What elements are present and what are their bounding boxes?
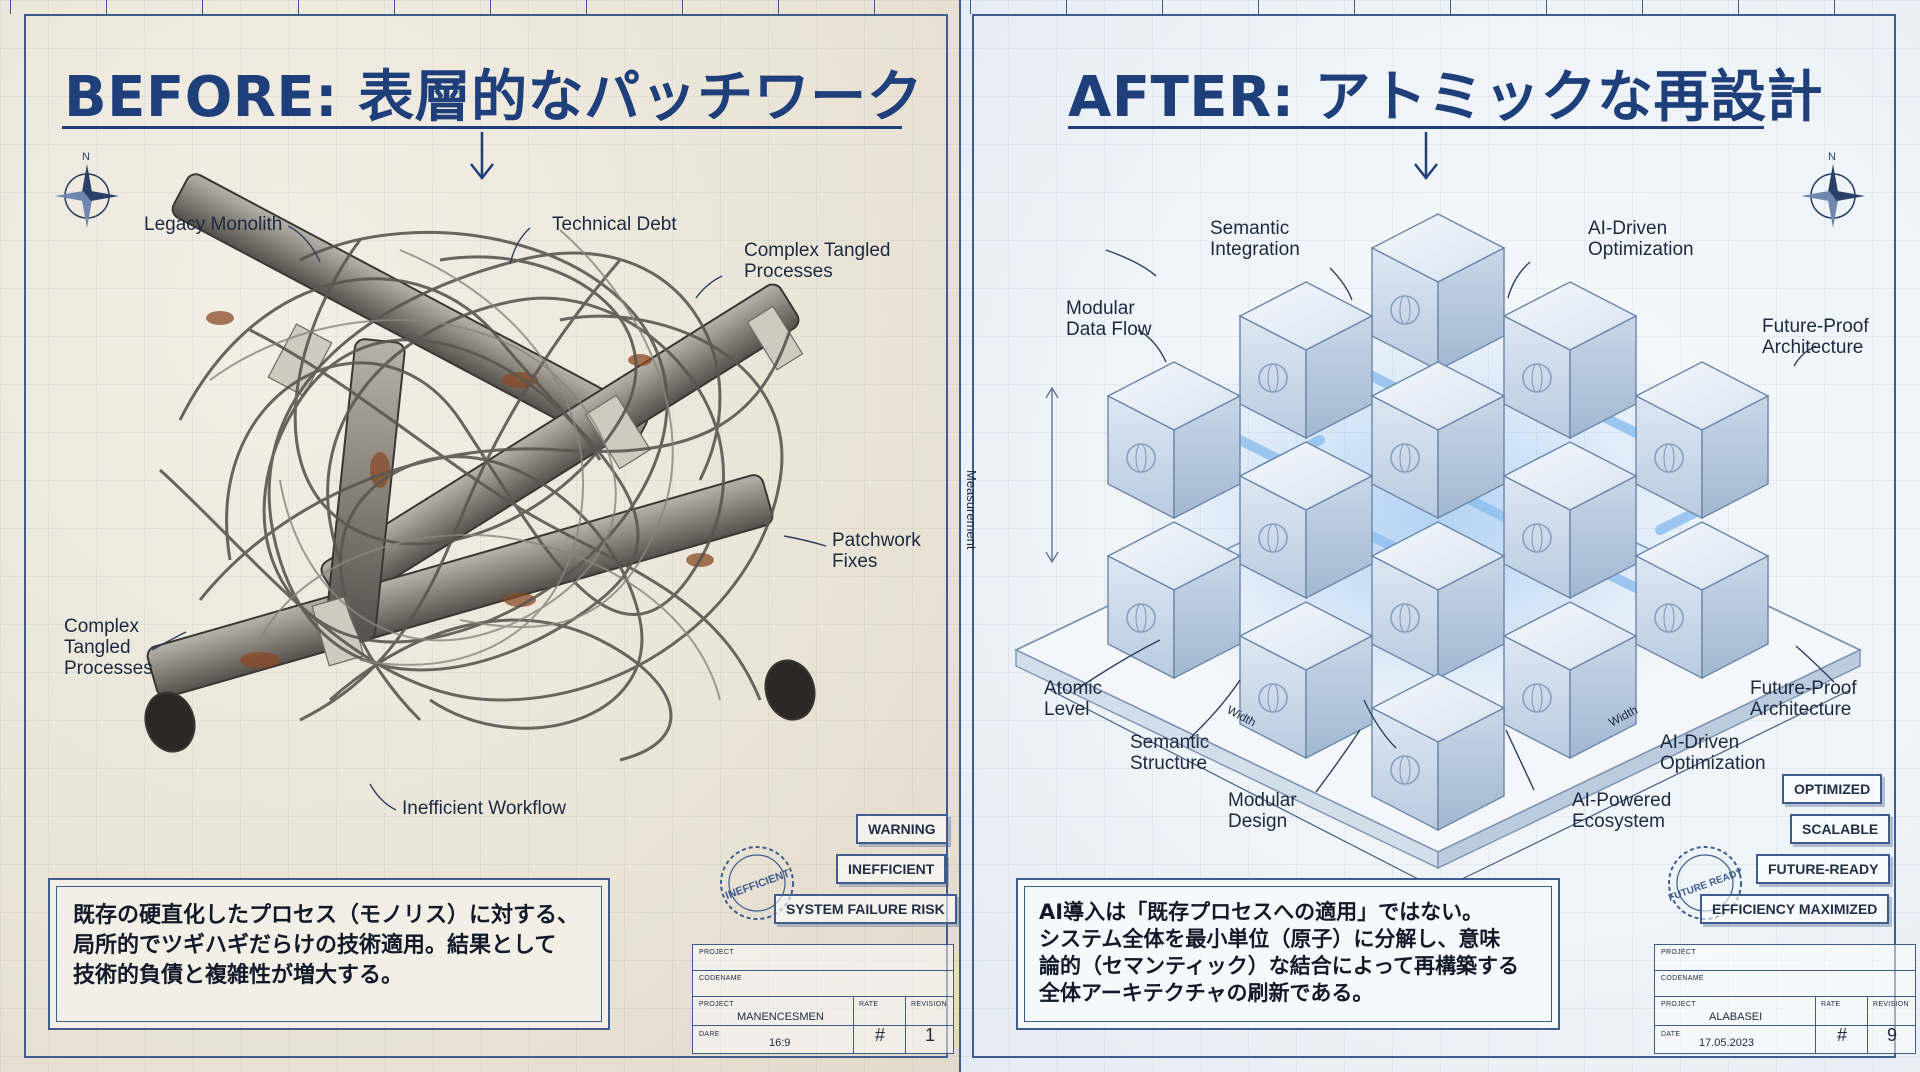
badge-inefficient: INEFFICIENT [836, 854, 947, 884]
blueprint-frame [24, 14, 948, 1058]
callout-semantic-integration: Semantic Integration [1210, 218, 1300, 260]
cube-interface [1107, 521, 1241, 679]
cube-ai-core [1371, 521, 1505, 679]
down-arrow-icon [470, 132, 494, 181]
cube-analytics [1371, 673, 1505, 831]
cube-center [1371, 361, 1505, 519]
tb-rate-value: # [875, 1025, 886, 1045]
callout-ai-powered-ecosystem: AI-Powered Ecosystem [1572, 790, 1672, 832]
compass-rose-icon: N [52, 148, 122, 236]
callout-future-proof-top: Future-Proof Architecture [1762, 316, 1869, 358]
after-description-text: AI導入は「既存プロセスへの適用」ではない。 システム全体を最小単位（原子）に分… [1024, 886, 1552, 1022]
dimension-lines [1045, 386, 1851, 881]
after-headline: AFTER: アトミックな再設計 [1068, 65, 1824, 130]
callout-ai-driven-bottom: AI-Driven Optimization [1660, 732, 1766, 774]
headline-underline [1068, 126, 1764, 129]
compass-rose-icon: N [1798, 148, 1868, 236]
callout-complex-tangled-processes-left: Complex Tangled Processes [64, 616, 153, 679]
headline-underline [62, 126, 902, 129]
callout-modular-data-flow: Modular Data Flow [1066, 298, 1152, 340]
compass-north-label: N [82, 151, 90, 163]
tangled-legacy-illustration [144, 173, 827, 811]
dimension-measurement-label: Measurement [964, 470, 979, 550]
tb-project-label: PROJECT [699, 949, 734, 956]
before-panel: BEFORE: 表層的なパッチワーク N [0, 0, 960, 1072]
callout-leaders [151, 225, 827, 811]
tb-codename-label: CODENAME [699, 975, 742, 982]
tb-date-value: 16:9 [769, 1037, 791, 1049]
cube-semantic [1239, 601, 1373, 759]
callout-legacy-monolith: Legacy Monolith [144, 214, 283, 235]
callout-semantic-structure: Semantic Structure [1130, 732, 1210, 774]
rusty-pipes [144, 173, 816, 753]
callout-ai-driven-top: AI-Driven Optimization [1588, 218, 1694, 260]
cube-security [1635, 521, 1769, 679]
badge-warning: WARNING [856, 814, 948, 844]
ruler-ticks [960, 0, 1920, 14]
callout-future-proof-bottom: Future-Proof Architecture [1750, 678, 1857, 720]
tb-revision-label: REVISION [911, 1001, 947, 1008]
tb-project2-value: ALABASEI [1709, 1011, 1763, 1023]
after-description-box: AI導入は「既存プロセスへの適用」ではない。 システム全体を最小単位（原子）に分… [1016, 878, 1560, 1030]
tb-date-value: 17.05.2023 [1699, 1037, 1755, 1049]
callout-patchwork-fixes: Patchwork Fixes [832, 530, 921, 572]
down-arrow-icon [1414, 132, 1438, 181]
tangled-wires-light [209, 229, 721, 701]
cube-network [1239, 441, 1373, 599]
cube-integration [1503, 441, 1637, 599]
cube-workflow [1503, 601, 1637, 759]
cube-future-proof [1635, 361, 1769, 519]
callout-modular-design: Modular Design [1228, 790, 1297, 832]
blueprint-frame [972, 14, 1896, 1058]
cube-data-flow [1107, 361, 1241, 519]
tb-project2-label: PROJECT [1661, 1001, 1696, 1008]
before-title-block: PROJECT CODENAME PROJECT MANENCESMEN DAR… [692, 944, 954, 1054]
before-description-text: 既存の硬直化したプロセス（モノリス）に対する、 局所的でツギハギだらけの技術適用… [56, 886, 602, 1022]
before-description-box: 既存の硬直化したプロセス（モノリス）に対する、 局所的でツギハギだらけの技術適用… [48, 878, 610, 1030]
tb-date-label: DARE [699, 1031, 720, 1038]
panel-divider [959, 0, 961, 1072]
cube-top [1371, 213, 1505, 371]
tb-rate-value: # [1837, 1025, 1848, 1045]
cube-upper-right [1503, 281, 1637, 439]
tb-date-label: DATE [1661, 1031, 1681, 1038]
badge-optimized: OPTIMIZED [1782, 774, 1883, 804]
after-title-block: PROJECT CODENAME PROJECT ALABASEI DATE 1… [1654, 944, 1916, 1054]
badge-scalable: SCALABLE [1790, 814, 1891, 844]
tb-project2-label: PROJECT [699, 1001, 734, 1008]
cube-ai [1239, 281, 1373, 439]
atomic-cube-architecture-illustration [1013, 213, 1863, 881]
tb-codename-label: CODENAME [1661, 975, 1704, 982]
tb-project2-value: MANENCESMEN [737, 1011, 824, 1023]
badge-efficiency-maximized: EFFICIENCY MAXIMIZED [1700, 894, 1890, 924]
callout-inefficient-workflow: Inefficient Workflow [402, 798, 567, 819]
before-headline: BEFORE: 表層的なパッチワーク [64, 65, 924, 130]
ruler-ticks [0, 0, 960, 14]
compass-north-label: N [1828, 151, 1836, 163]
badge-system-failure-risk: SYSTEM FAILURE RISK [774, 894, 957, 924]
badge-future-ready: FUTURE-READY [1756, 854, 1891, 884]
tb-project-label: PROJECT [1661, 949, 1696, 956]
callout-complex-tangled-processes-top: Complex Tangled Processes [744, 240, 891, 282]
callout-atomic-level: Atomic Level [1044, 678, 1103, 720]
tb-revision-label: REVISION [1873, 1001, 1909, 1008]
tb-rate-label: RATE [859, 1001, 879, 1008]
tb-revision-value: 9 [1887, 1025, 1898, 1045]
callout-leaders [1075, 249, 1835, 793]
tb-rate-label: RATE [1821, 1001, 1841, 1008]
callout-technical-debt: Technical Debt [552, 214, 677, 235]
tb-revision-value: 1 [925, 1025, 936, 1045]
after-panel: AFTER: アトミックな再設計 N [960, 0, 1920, 1072]
